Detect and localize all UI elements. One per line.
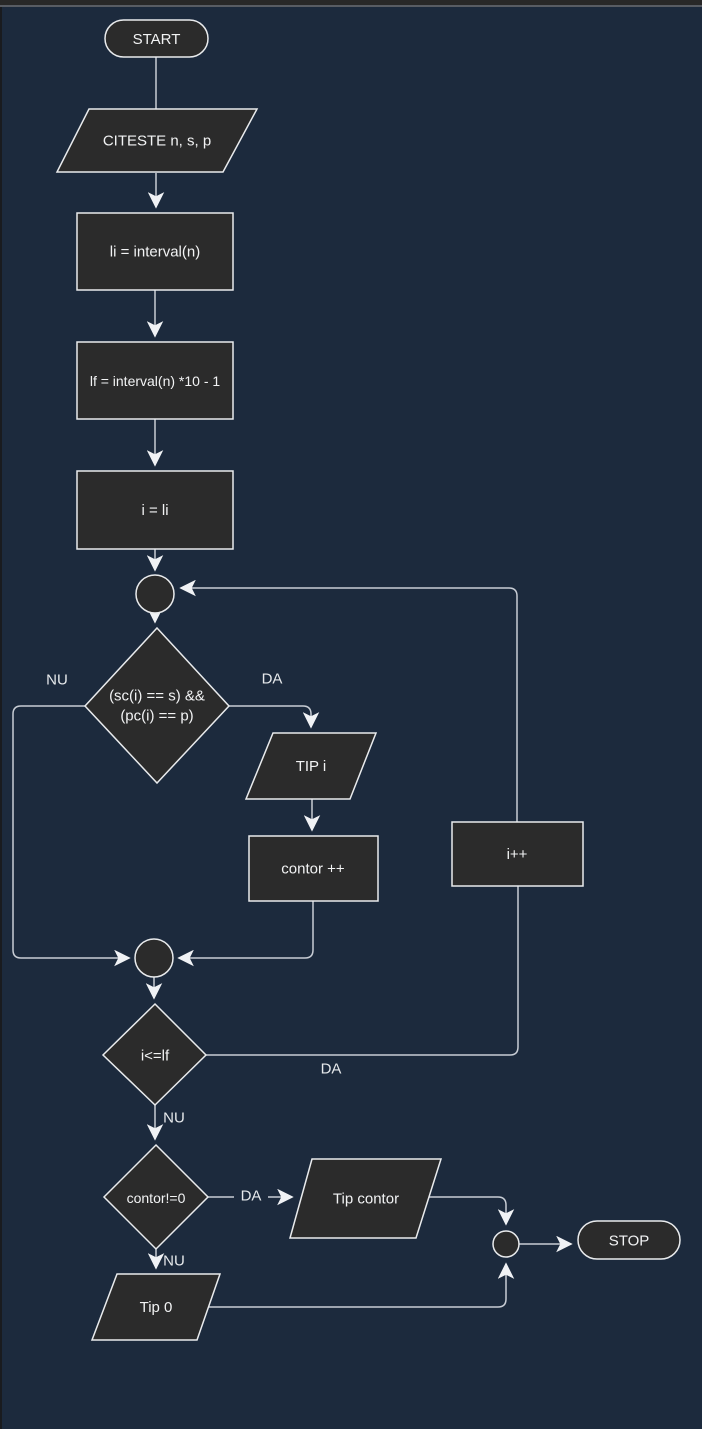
set-li-label: li = interval(n) (110, 244, 200, 261)
edge-label-loop-no: NU (163, 1110, 185, 1127)
edge-label-contor-yes: DA (241, 1188, 262, 1205)
read-input-label: CITESTE n, s, p (103, 133, 211, 150)
print-tip-contor-node[interactable] (289, 1158, 443, 1239)
print-tip-0-label: Tip 0 (140, 1299, 173, 1316)
init-i-label: i = li (141, 502, 168, 519)
cond-match-label-line2: (pc(i) == p) (120, 708, 193, 725)
stop-node-label: STOP (609, 1233, 650, 1250)
init-i-node[interactable] (76, 470, 234, 550)
inc-i-label: i++ (507, 846, 528, 863)
print-tip-i-label: TIP i (296, 758, 327, 775)
junction-circle-2[interactable] (134, 938, 174, 978)
inc-i-node[interactable] (451, 821, 584, 887)
edge-label-contor-no: NU (163, 1253, 185, 1270)
print-tip-i-node[interactable] (244, 732, 378, 800)
junction-circle-1[interactable] (135, 574, 175, 614)
cond-loop-label: i<=lf (141, 1048, 170, 1065)
start-node-label: START (133, 31, 181, 48)
edge-inci-to-junction1 (179, 579, 518, 822)
junction-circle-3[interactable] (492, 1230, 520, 1258)
cond-contor-label: contor!=0 (127, 1190, 186, 1206)
cond-contor-node[interactable] (102, 1143, 210, 1251)
stop-node[interactable] (577, 1220, 681, 1260)
read-input-node[interactable] (55, 108, 259, 173)
window-left-edge (0, 7, 2, 1429)
edge-label-loop-yes: DA (321, 1061, 342, 1078)
cond-match-label-line1: (sc(i) == s) && (109, 688, 205, 705)
edge-label-match-no: NU (46, 672, 68, 689)
cond-loop-node[interactable] (101, 1002, 208, 1107)
edge-condmatch-nu-to-junction2 (12, 705, 131, 967)
set-lf-node[interactable] (76, 341, 234, 420)
window-top-bar-divider (0, 5, 702, 7)
edge-tip0-to-junction3 (208, 1262, 515, 1308)
set-lf-label: lf = interval(n) *10 - 1 (90, 373, 221, 389)
cond-match-node[interactable] (83, 626, 231, 785)
edge-contor-to-junction2 (177, 901, 314, 967)
print-tip-0-node[interactable] (90, 1273, 222, 1341)
set-li-node[interactable] (76, 212, 234, 291)
edge-condmatch-da-to-tipi (229, 705, 320, 729)
inc-contor-node[interactable] (248, 835, 379, 902)
edge-condloop-da-to-inci (206, 886, 519, 1056)
start-node[interactable] (104, 19, 209, 58)
print-tip-contor-label: Tip contor (333, 1191, 399, 1208)
inc-contor-label: contor ++ (281, 861, 345, 878)
edge-tipcontor-to-junction3 (428, 1196, 515, 1226)
window-top-bar (0, 0, 702, 5)
edge-label-match-yes: DA (262, 671, 283, 688)
